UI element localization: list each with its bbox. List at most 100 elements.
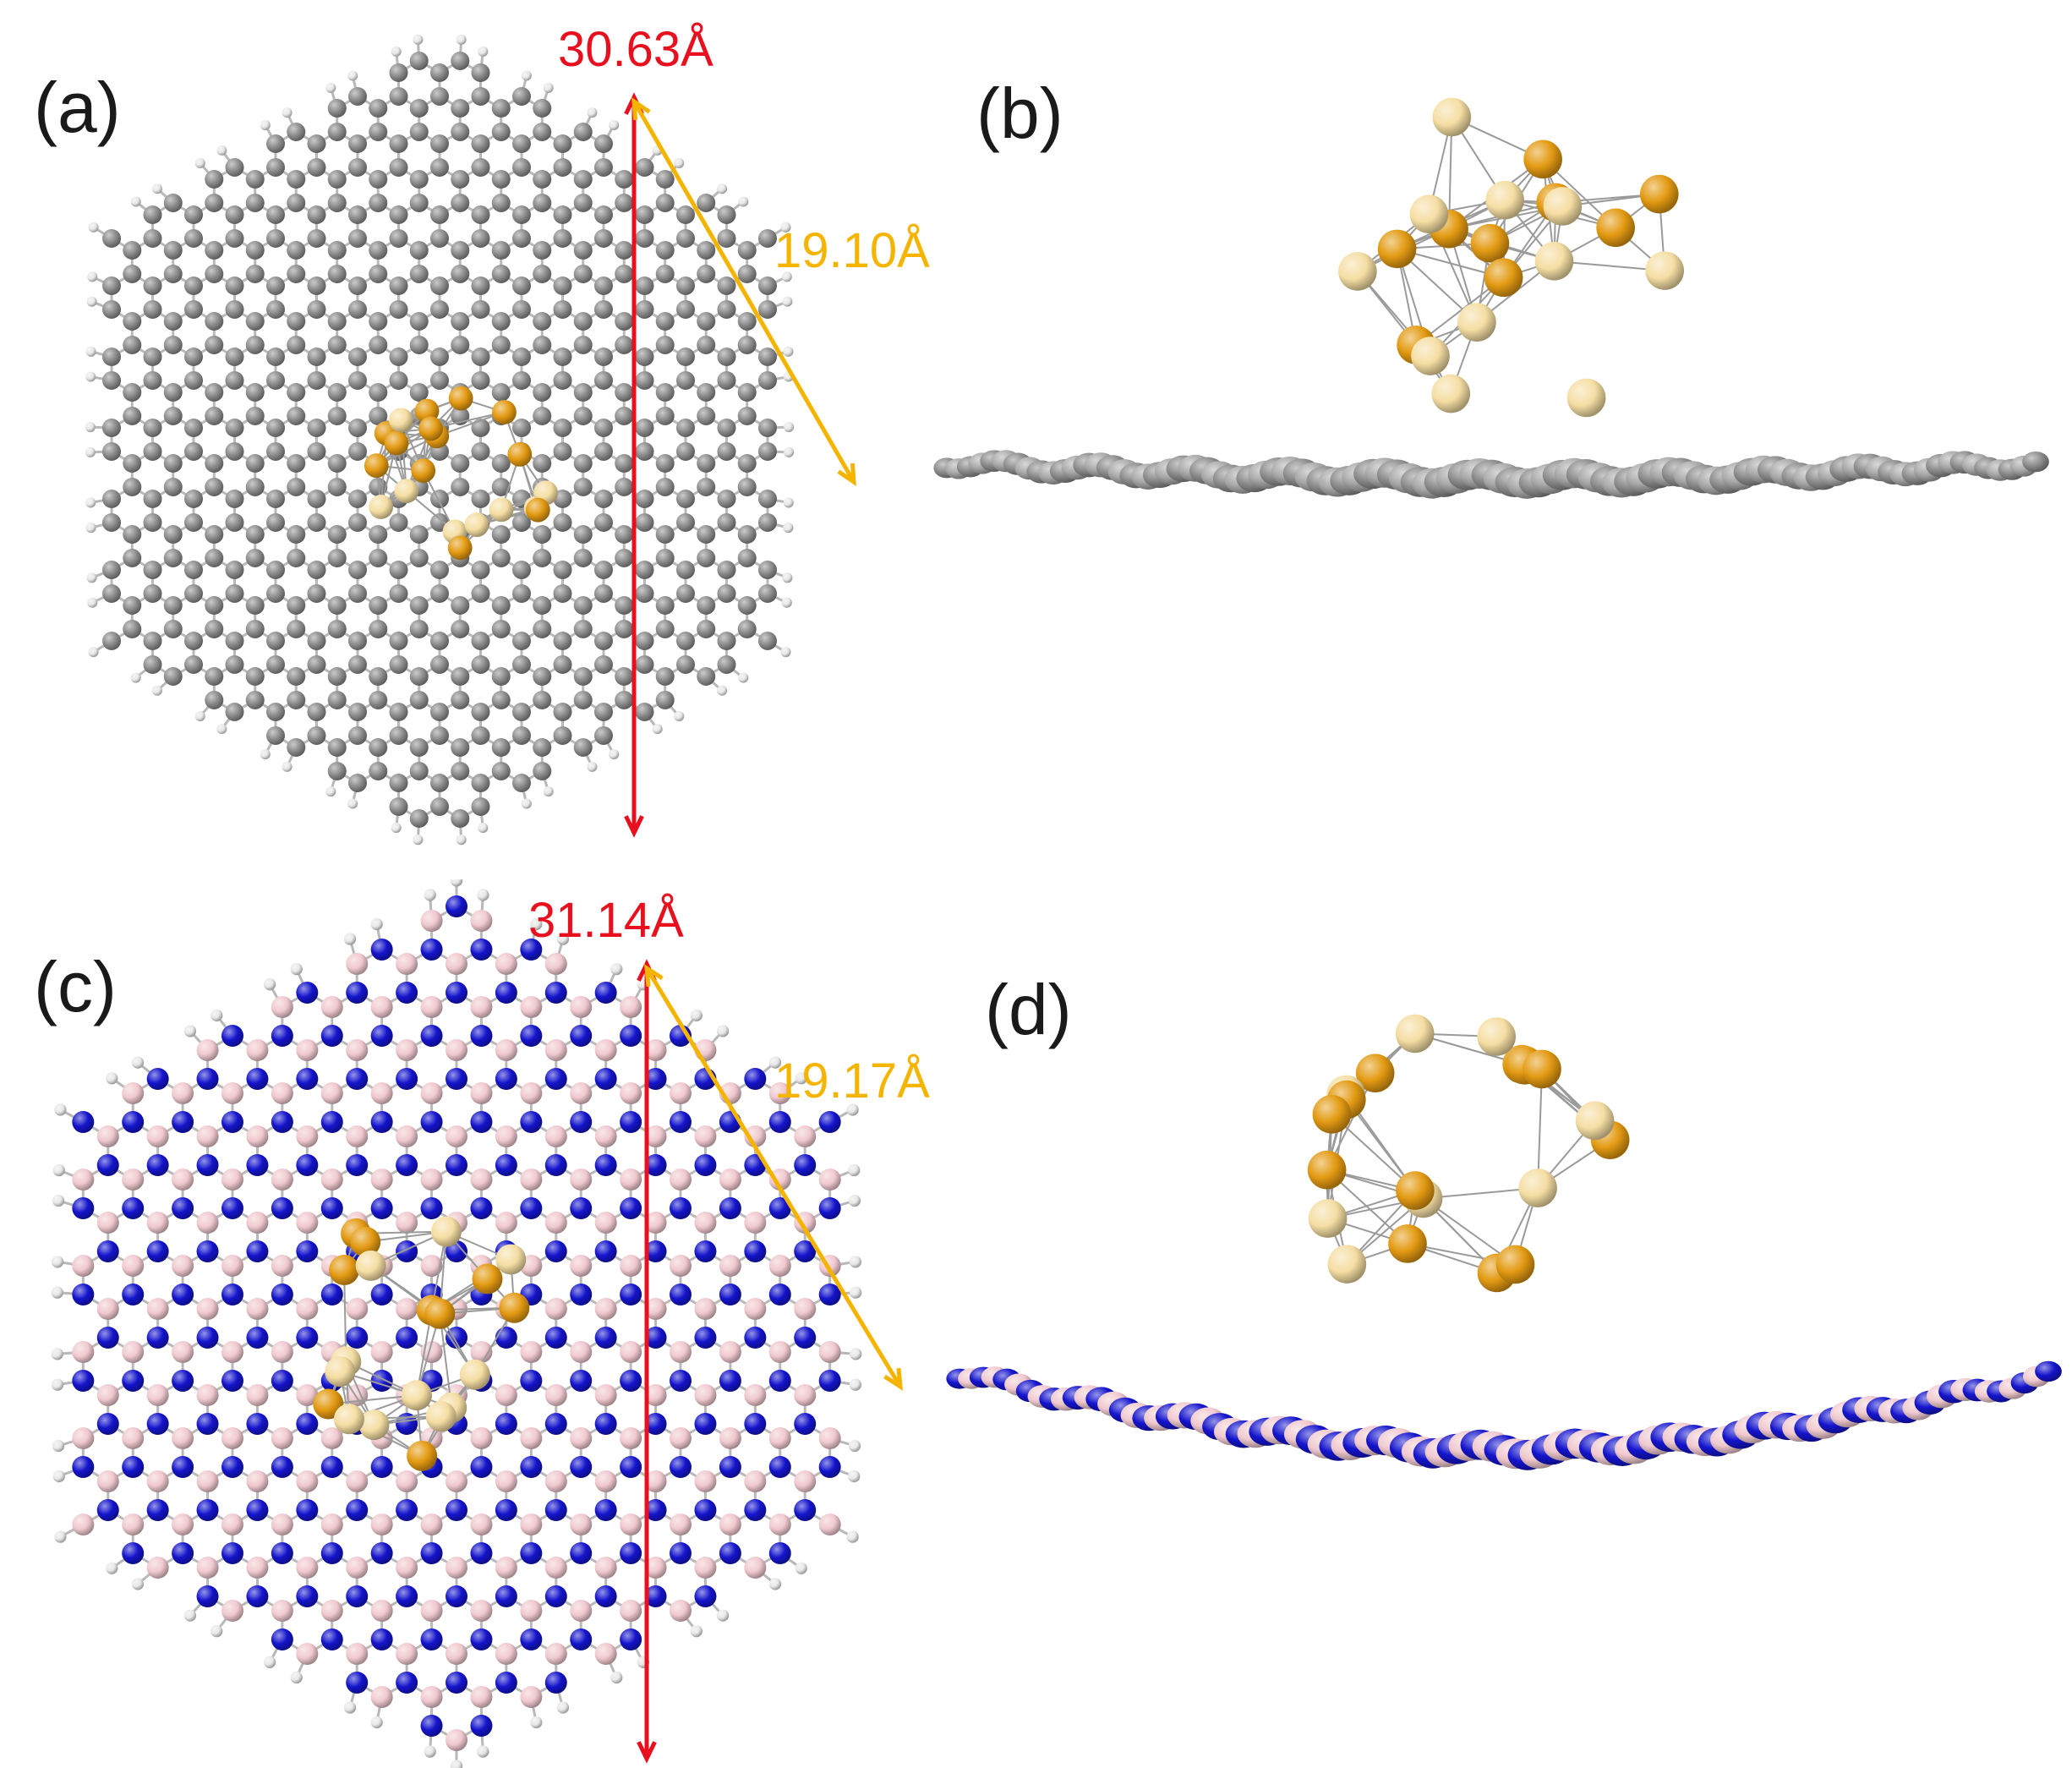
sheet-atom-b bbox=[620, 1370, 642, 1392]
hydrogen-atom bbox=[86, 572, 97, 583]
sheet-atom-b bbox=[544, 1327, 567, 1349]
sheet-atom-a bbox=[370, 1686, 393, 1708]
sheet-atom-a bbox=[717, 632, 736, 650]
sheet-atom-a bbox=[491, 383, 511, 402]
sheet-atom-a bbox=[184, 561, 204, 579]
cluster-atom bbox=[1457, 303, 1496, 342]
sheet-atom-a bbox=[143, 490, 162, 508]
sheet-atom-b bbox=[744, 1068, 767, 1090]
sheet-atom-b bbox=[533, 407, 552, 425]
sheet-atom-b bbox=[757, 300, 777, 319]
sheet-atom-b bbox=[570, 1284, 593, 1305]
hydrogen-atom bbox=[51, 1256, 64, 1268]
sheet-atom-a bbox=[593, 703, 613, 721]
sheet-atom-b bbox=[271, 1284, 293, 1305]
sheet-atom-b bbox=[768, 1197, 791, 1219]
cluster-atom bbox=[1484, 258, 1523, 298]
sheet-atom-a bbox=[670, 1255, 692, 1277]
sheet-atom-b bbox=[271, 1197, 293, 1219]
sheet-atom-a bbox=[245, 312, 265, 331]
sheet-atom-b bbox=[553, 300, 572, 319]
sheet-atom-b bbox=[553, 229, 572, 248]
sheet-atom-a bbox=[369, 170, 388, 189]
sheet-atom-b bbox=[717, 229, 736, 248]
sheet-atom-b bbox=[396, 1327, 418, 1349]
sheet-atom-b bbox=[635, 513, 654, 532]
sheet-atom-a bbox=[594, 1039, 617, 1061]
hydrogen-atom bbox=[717, 685, 728, 696]
sheet-atom-b bbox=[655, 478, 675, 496]
sheet-atom-a bbox=[573, 667, 593, 686]
cluster-atom bbox=[1534, 242, 1574, 281]
sheet-atom-b bbox=[544, 1413, 567, 1435]
sheet-atom-a bbox=[122, 1169, 145, 1191]
sheet-atom-b bbox=[635, 158, 654, 177]
sheet-atom-b bbox=[146, 1499, 169, 1521]
sheet-atom-a bbox=[348, 134, 368, 153]
sheet-atom-a bbox=[717, 490, 736, 508]
sheet-atom-b bbox=[420, 1542, 443, 1564]
sheet-atom-a bbox=[369, 596, 388, 615]
sheet-atom-a bbox=[451, 667, 470, 686]
sheet-atom-b bbox=[245, 407, 265, 425]
hydrogen-atom bbox=[85, 422, 96, 433]
hydrogen-atom bbox=[780, 222, 791, 233]
hydrogen-atom bbox=[587, 761, 598, 772]
sheet-atom-b bbox=[573, 336, 593, 354]
sheet-atom-b bbox=[205, 549, 224, 567]
hydrogen-atom bbox=[795, 1072, 807, 1085]
hydrogen-atom bbox=[846, 1103, 859, 1116]
sheet-atom-a bbox=[320, 1169, 343, 1191]
sheet-atom-b bbox=[570, 1025, 593, 1047]
sheet-atom-b bbox=[348, 87, 368, 106]
sheet-atom-a bbox=[225, 205, 244, 224]
hydrogen-atom bbox=[106, 1072, 118, 1085]
sheet-atom-a bbox=[471, 63, 490, 82]
sheet-atom-b bbox=[570, 1456, 593, 1478]
sheet-atom-a bbox=[471, 490, 490, 508]
sheet-atom-a bbox=[409, 738, 429, 757]
cluster-atom bbox=[448, 386, 473, 411]
sheet-atom-a bbox=[348, 490, 368, 508]
sheet-atom-a bbox=[163, 241, 183, 260]
sheet-atom-a bbox=[225, 632, 244, 650]
sheet-atom-a bbox=[744, 1212, 767, 1234]
sheet-atom-a bbox=[122, 1427, 145, 1449]
sheet-atom-a bbox=[225, 561, 244, 579]
sheet-atom-a bbox=[471, 419, 490, 437]
sheet-atom-b bbox=[143, 584, 162, 603]
sheet-atom-b bbox=[245, 194, 265, 212]
sheet-atom-a bbox=[655, 525, 675, 544]
sheet-atom-b bbox=[307, 442, 326, 461]
sheet-atom-a bbox=[348, 205, 368, 224]
sheet-atom-b bbox=[123, 407, 142, 425]
sheet-atom-b bbox=[346, 1154, 369, 1176]
sheet-atom-a bbox=[794, 1298, 817, 1320]
sheet-atom-b bbox=[370, 1111, 393, 1133]
cluster-atom bbox=[1312, 1095, 1352, 1134]
sheet-atom-b bbox=[369, 549, 388, 567]
sheet-atom-a bbox=[593, 348, 613, 366]
sheet-atom-b bbox=[327, 194, 347, 212]
sheet-atom-a bbox=[670, 1341, 692, 1363]
sheet-atom-a bbox=[471, 205, 490, 224]
sheet-atom-a bbox=[122, 1255, 145, 1277]
sheet-atom-b bbox=[744, 1327, 767, 1349]
sheet-atom-b bbox=[670, 1542, 692, 1564]
sheet-atom-a bbox=[389, 774, 408, 792]
hydrogen-atom bbox=[674, 157, 685, 169]
sheet-atom-b bbox=[511, 655, 531, 674]
sheet-atom-b bbox=[246, 1154, 269, 1176]
sheet-atom-a bbox=[719, 1169, 741, 1191]
sheet-atom-a bbox=[409, 809, 429, 828]
sheet-atom-b bbox=[717, 513, 736, 532]
hydrogen-atom bbox=[54, 1103, 67, 1116]
sheet-atom-a bbox=[271, 1082, 293, 1104]
sheet-atom-a bbox=[593, 205, 613, 224]
sheet-atom-a bbox=[102, 276, 122, 295]
sheet-atom-b bbox=[694, 1413, 717, 1435]
sheet-atom-b bbox=[744, 1240, 767, 1262]
sheet-atom-a bbox=[296, 1212, 319, 1234]
sheet-atom-b bbox=[146, 1240, 169, 1262]
sheet-atom-a bbox=[644, 1384, 667, 1406]
